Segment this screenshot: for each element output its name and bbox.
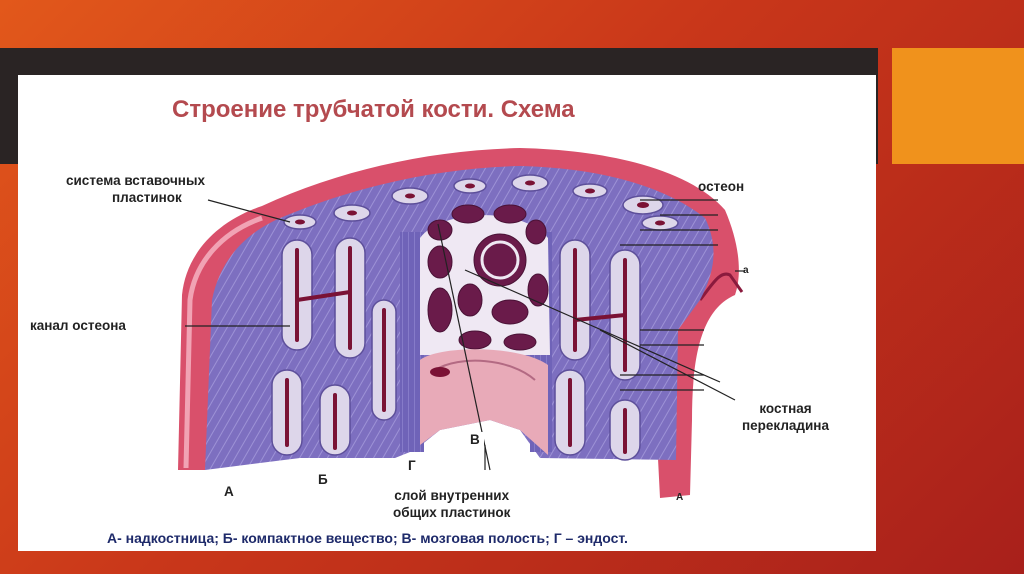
slide-title: Строение трубчатой кости. Схема [172,96,575,123]
label-inner-lamellae-line1: слой внутренних [394,488,510,503]
label-trabecula: костная перекладина [742,400,829,434]
label-osteon: остеон [698,179,745,194]
letter-b: Б [314,472,332,487]
label-interstitial-line2: пластинок [112,190,182,205]
label-interstitial-line1: система вставочных [66,173,205,188]
label-trabecula-line1: костная [759,401,812,416]
letter-a: А [220,484,238,499]
letter-v: В [466,432,484,447]
orange-accent-square [892,48,1024,164]
letter-g: Г [404,458,420,473]
label-osteon-canal: канал остеона [30,318,126,333]
letter-a-small: А [676,492,684,503]
label-inner-lamellae-line2: общих пластинок [393,505,511,520]
label-inner-lamellae: слой внутренних общих пластинок [393,487,510,521]
label-trabecula-line2: перекладина [742,418,829,433]
legend-caption: А- надкостница; Б- компактное вещество; … [107,530,628,546]
label-small-a: а [743,265,749,276]
marrow-cavity [420,349,548,455]
label-interstitial-system: система вставочных пластинок [66,172,205,206]
